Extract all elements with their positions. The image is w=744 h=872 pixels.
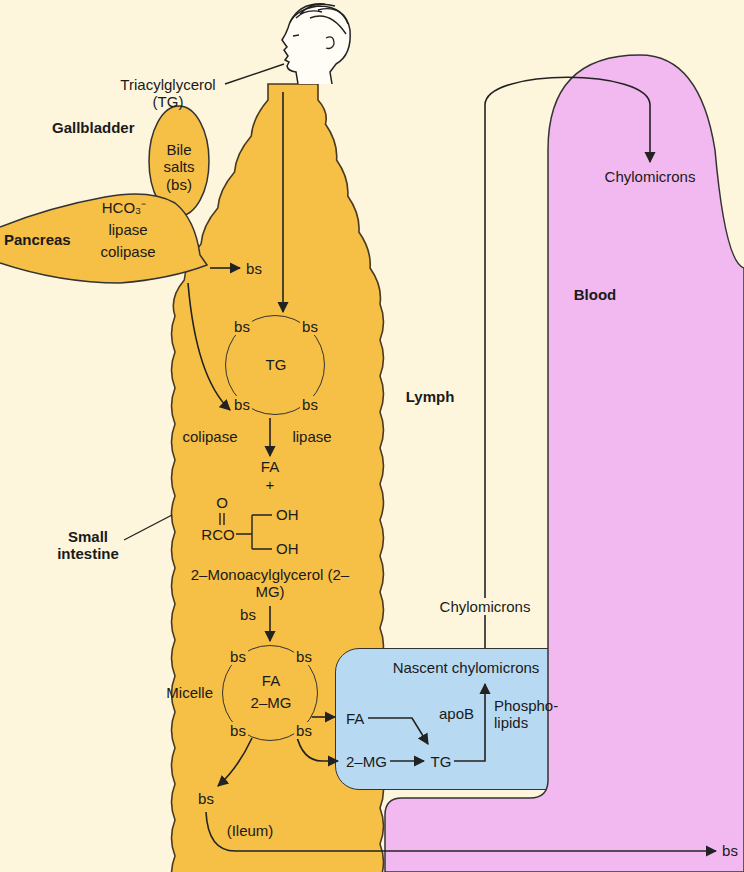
node-text: Pancreas (4, 231, 71, 248)
assembly-arrow (454, 684, 485, 761)
node-text: apoB (439, 705, 474, 722)
label-text: O (216, 494, 228, 511)
node-text: lipase (108, 221, 147, 238)
connector-arrow (312, 716, 335, 718)
node-text: colipase (100, 243, 155, 260)
enzyme-arrow (188, 283, 230, 410)
node-text: bs (228, 722, 248, 739)
enterohepatic-arrow (206, 812, 716, 851)
blood-shape (385, 55, 744, 872)
node-text: Gallbladder (52, 119, 135, 136)
face-detail (293, 35, 334, 49)
food-arrow (282, 92, 284, 312)
leader-line (124, 515, 172, 540)
micelle: bsbsMicelleFA2–MGbsbs (222, 645, 318, 741)
fat-droplet: bsbsTGbsbs (225, 315, 325, 415)
esterification-arrow (368, 718, 428, 744)
node-text: bs (232, 396, 252, 413)
esterification-arrow (390, 760, 424, 762)
label-text: bs (246, 260, 262, 277)
node-text: 2–MG (251, 694, 292, 711)
node-text: bs (294, 722, 314, 739)
node-text: TG (266, 356, 287, 373)
label-text: RCO (201, 526, 234, 543)
node-text: FA (262, 672, 280, 689)
label-text: Lymph (406, 388, 455, 405)
connector-arrow (485, 77, 650, 648)
leader-line (225, 64, 284, 84)
label-text: 2–Monoacylglycerol (2–MG) (185, 566, 355, 601)
node-text: Blood (574, 286, 617, 303)
node-text: bs (300, 396, 320, 413)
node-text: bs (294, 648, 314, 665)
node-text: bs (300, 318, 320, 335)
blood-region: ChylomicronsBlood (385, 50, 744, 872)
node-text: HCO₃⁻ (102, 199, 146, 216)
absorption-arrow (296, 733, 338, 761)
label-text: lipase (292, 428, 331, 445)
node-text: Phospho- lipids (494, 697, 558, 732)
node-text: TG (431, 753, 452, 770)
pancreas: Pancreas HCO₃⁻ lipase colipase (0, 185, 207, 285)
micelle-arrow (269, 606, 271, 641)
label-text: FA (261, 458, 279, 475)
hydrolysis-arrow (269, 418, 271, 456)
label-text: (Ileum) (227, 822, 274, 839)
label-text: Triacylglycerol (TG) (120, 76, 215, 111)
node-text: Chylomicrons (605, 168, 696, 185)
connector-label: Chylomicrons (437, 598, 534, 615)
node-text: bs (232, 318, 252, 335)
node-text: Bile salts (bs) (164, 141, 195, 193)
node-text: Micelle (166, 684, 213, 701)
bile-return-arrow (218, 738, 252, 786)
label-text: OH (276, 540, 299, 557)
pancreas-shape (0, 194, 207, 283)
node-text: Nascent chylomicrons (393, 659, 540, 676)
node-text: bs (228, 648, 248, 665)
label-text: + (266, 476, 275, 493)
bile-arrow (210, 267, 240, 269)
label-text: bs (240, 606, 256, 623)
hair (290, 4, 348, 34)
label-text: OH (276, 506, 299, 523)
label-text: colipase (182, 428, 237, 445)
label-text: bs (722, 842, 738, 859)
label-text: Small intestine (57, 528, 119, 563)
label-text: bs (198, 790, 214, 807)
node-text: FA (346, 710, 364, 727)
node-text: 2–MG (346, 753, 387, 770)
enterocyte: Nascent chylomicronsFA apoB Phospho- lipid… (335, 648, 563, 790)
